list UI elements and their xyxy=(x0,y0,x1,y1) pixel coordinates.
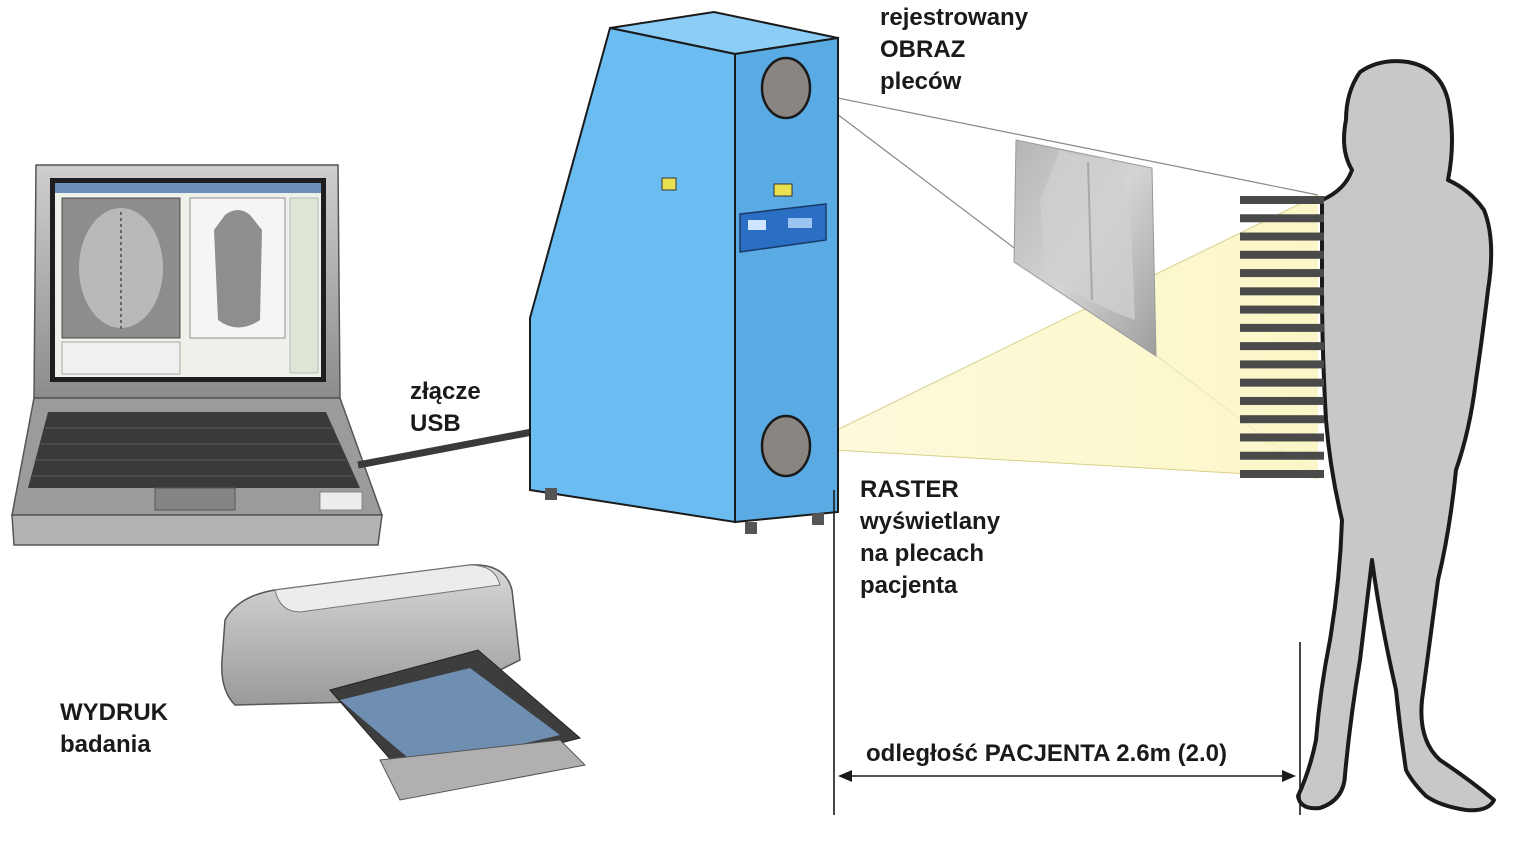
label-line: rejestrowany xyxy=(880,4,1029,31)
usb-connector-label: złącze USB xyxy=(410,376,481,440)
raster-stripe xyxy=(1240,433,1324,442)
label-line: pacjenta xyxy=(860,572,958,599)
raster-stripe xyxy=(1240,196,1324,204)
label-line: WYDRUK xyxy=(60,699,168,726)
label-line: wyświetlany xyxy=(860,508,1001,535)
raster-stripe xyxy=(1240,214,1324,223)
label-line: USB xyxy=(410,410,461,437)
raster-label: RASTER wyświetlany na plecach pacjenta xyxy=(860,474,1000,602)
raster-stripe xyxy=(1240,396,1324,405)
raster-stripe xyxy=(1240,415,1324,424)
raster-stripes xyxy=(1240,196,1324,478)
raster-stripe xyxy=(1240,305,1324,314)
raster-stripe xyxy=(1240,360,1324,369)
usb-cable xyxy=(357,428,533,469)
label-line: RASTER xyxy=(860,476,959,503)
raster-stripe xyxy=(1240,232,1324,241)
projector-lens xyxy=(760,414,812,478)
label-line: pleców xyxy=(880,68,962,95)
raster-stripe xyxy=(1240,269,1324,278)
image-registered-label: rejestrowany OBRAZ pleców xyxy=(880,2,1028,98)
distance-indicator xyxy=(833,490,1301,815)
recorded-back-image xyxy=(1013,139,1157,357)
label-line: na plecach xyxy=(860,540,985,567)
printer-icon xyxy=(221,564,587,801)
camera-lens xyxy=(760,56,812,120)
distance-label: odległość PACJENTA 2.6m (2.0) xyxy=(866,740,1227,767)
raster-stripe xyxy=(1240,250,1324,259)
patient-silhouette xyxy=(1296,59,1496,813)
laptop-icon xyxy=(11,164,384,546)
raster-stripe xyxy=(1240,342,1324,351)
raster-stripe xyxy=(1240,378,1324,387)
raster-stripe xyxy=(1240,287,1324,296)
printout-label: WYDRUK badania xyxy=(60,697,168,761)
raster-stripe xyxy=(1240,323,1324,332)
label-line: OBRAZ xyxy=(880,36,966,63)
raster-stripe xyxy=(1240,470,1324,478)
label-line: badania xyxy=(60,731,151,758)
projection-beam xyxy=(800,195,1318,478)
scanner-device xyxy=(529,10,839,534)
label-line: złącze xyxy=(410,378,481,405)
raster-stripe xyxy=(1240,451,1324,460)
